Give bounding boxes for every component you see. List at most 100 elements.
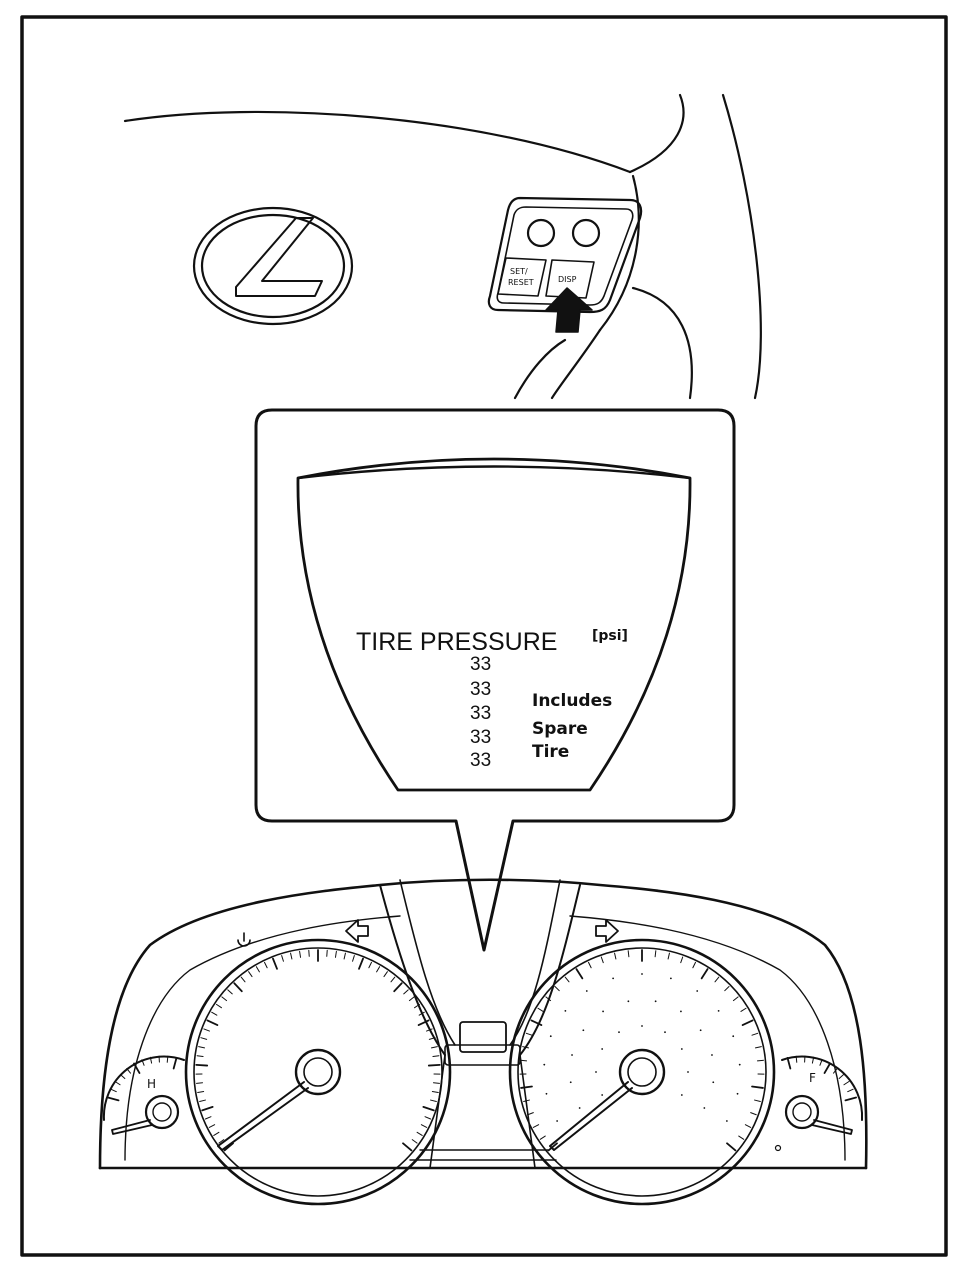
gauge-tick	[431, 1090, 439, 1093]
gauge-dot	[680, 1048, 683, 1050]
gauge-tick	[427, 1064, 441, 1067]
gauge-dot	[711, 1054, 713, 1056]
gauge-tick	[215, 1003, 222, 1009]
gauge-dot	[612, 977, 615, 980]
gauge-tick	[133, 1062, 141, 1074]
gauge-dot	[601, 1048, 604, 1050]
gauge-tick	[264, 961, 268, 969]
gauge-tick	[525, 1032, 533, 1036]
gauge-tick	[832, 1067, 838, 1074]
gauge-dot	[641, 1025, 643, 1027]
gauge-tick	[126, 1067, 132, 1074]
gauge-tick	[281, 955, 284, 962]
steering-switch-panel: SET/ RESET DISP	[487, 196, 643, 314]
gauge-tick	[390, 976, 396, 983]
gauge-tick	[750, 1112, 757, 1116]
gauge-dot	[618, 1031, 620, 1034]
gauge-tick	[211, 1011, 218, 1016]
gauge-tick	[714, 976, 720, 983]
set-reset-button[interactable]	[497, 257, 547, 297]
multi-info-display	[296, 457, 692, 792]
fuel-gauge-label: F	[809, 1071, 816, 1085]
lexus-emblem-icon	[192, 206, 354, 326]
gauge-tick	[795, 1055, 798, 1063]
gauge-tick	[107, 1096, 120, 1102]
gauge-dot	[571, 1054, 573, 1056]
gauge-tick	[428, 1037, 436, 1040]
gauge-tick	[172, 1057, 178, 1070]
gauge-tick	[255, 966, 260, 973]
gauge-dot	[696, 990, 699, 992]
gauge-tick	[204, 1116, 212, 1120]
gauge-tick	[196, 1055, 204, 1058]
tire-reading-1: 33	[470, 654, 491, 675]
gauge-tick	[726, 1142, 737, 1152]
gauge-dot	[732, 1035, 735, 1038]
gauge-tick	[213, 1131, 220, 1136]
gauge-dot	[712, 1081, 715, 1084]
gauge-tick	[751, 1032, 759, 1036]
gauge-tick	[198, 1046, 206, 1049]
display-unit: [psi]	[592, 628, 628, 644]
gauge-tick	[402, 1142, 413, 1152]
gauge-tick	[600, 956, 604, 964]
gauge-tick	[738, 1135, 745, 1140]
gauge-dot	[578, 1107, 581, 1109]
steering-wheel	[123, 93, 762, 400]
gauge-dot	[595, 1071, 597, 1073]
gauge-dot	[736, 1092, 739, 1095]
left-turn-signal-icon	[345, 919, 369, 943]
gauge-tick	[201, 1106, 214, 1112]
gauge-tick	[838, 1074, 845, 1080]
gauge-tick	[393, 982, 403, 993]
gauge-tick	[754, 1099, 761, 1103]
gauge-dot	[680, 1094, 683, 1096]
gauge-tick	[532, 1124, 540, 1128]
gauge-dot	[582, 1029, 585, 1032]
outer-frame	[20, 15, 948, 1257]
gauge-dot	[664, 1031, 666, 1034]
fuel-gauge: F	[774, 1055, 864, 1152]
gauge-tick	[522, 1046, 530, 1049]
spare-note-line-2: Spare	[532, 719, 588, 739]
set-reset-label-2: RESET	[508, 278, 534, 287]
gauge-tick	[751, 1085, 764, 1089]
gauge-dot	[601, 1094, 604, 1096]
gauge-tick	[692, 961, 696, 969]
right-main-gauge	[508, 938, 776, 1206]
gauge-tick	[786, 1057, 792, 1070]
gauge-tick	[554, 985, 560, 992]
gauge-tick	[823, 1062, 831, 1074]
cluster-center-display	[459, 1021, 507, 1053]
gauge-tick	[416, 1131, 423, 1136]
gauge-tick	[420, 1124, 428, 1128]
gauge-tick	[537, 1007, 544, 1012]
gauge-tick	[430, 1099, 437, 1103]
left-main-gauge	[184, 938, 452, 1206]
switch-button-left[interactable]	[526, 218, 556, 248]
gauge-tick	[614, 952, 617, 960]
gauge-tick	[411, 1139, 418, 1144]
gauge-tick	[844, 1096, 857, 1102]
gauge-tick	[530, 1019, 543, 1026]
gauge-tick	[114, 1081, 121, 1086]
gauge-tick	[564, 976, 570, 983]
switch-button-right[interactable]	[571, 218, 601, 248]
gauge-tick	[418, 1011, 425, 1016]
gauge-dot	[669, 977, 672, 980]
gauge-dot	[738, 1063, 741, 1066]
gauge-tick	[754, 1046, 762, 1049]
fuel-gauge-needle	[811, 1119, 853, 1135]
gauge-tick	[426, 1028, 433, 1032]
gauge-tick	[352, 955, 355, 962]
gauge-tick	[119, 1074, 126, 1080]
gauge-dot	[564, 1009, 567, 1012]
gauge-tick	[218, 1139, 225, 1144]
temp-gauge-needle	[111, 1119, 153, 1135]
gauge-tick	[627, 950, 630, 958]
right-turn-signal-icon	[595, 919, 619, 943]
gauge-tick	[272, 957, 278, 970]
disp-button[interactable]	[545, 259, 595, 299]
gauge-tick	[299, 950, 302, 958]
